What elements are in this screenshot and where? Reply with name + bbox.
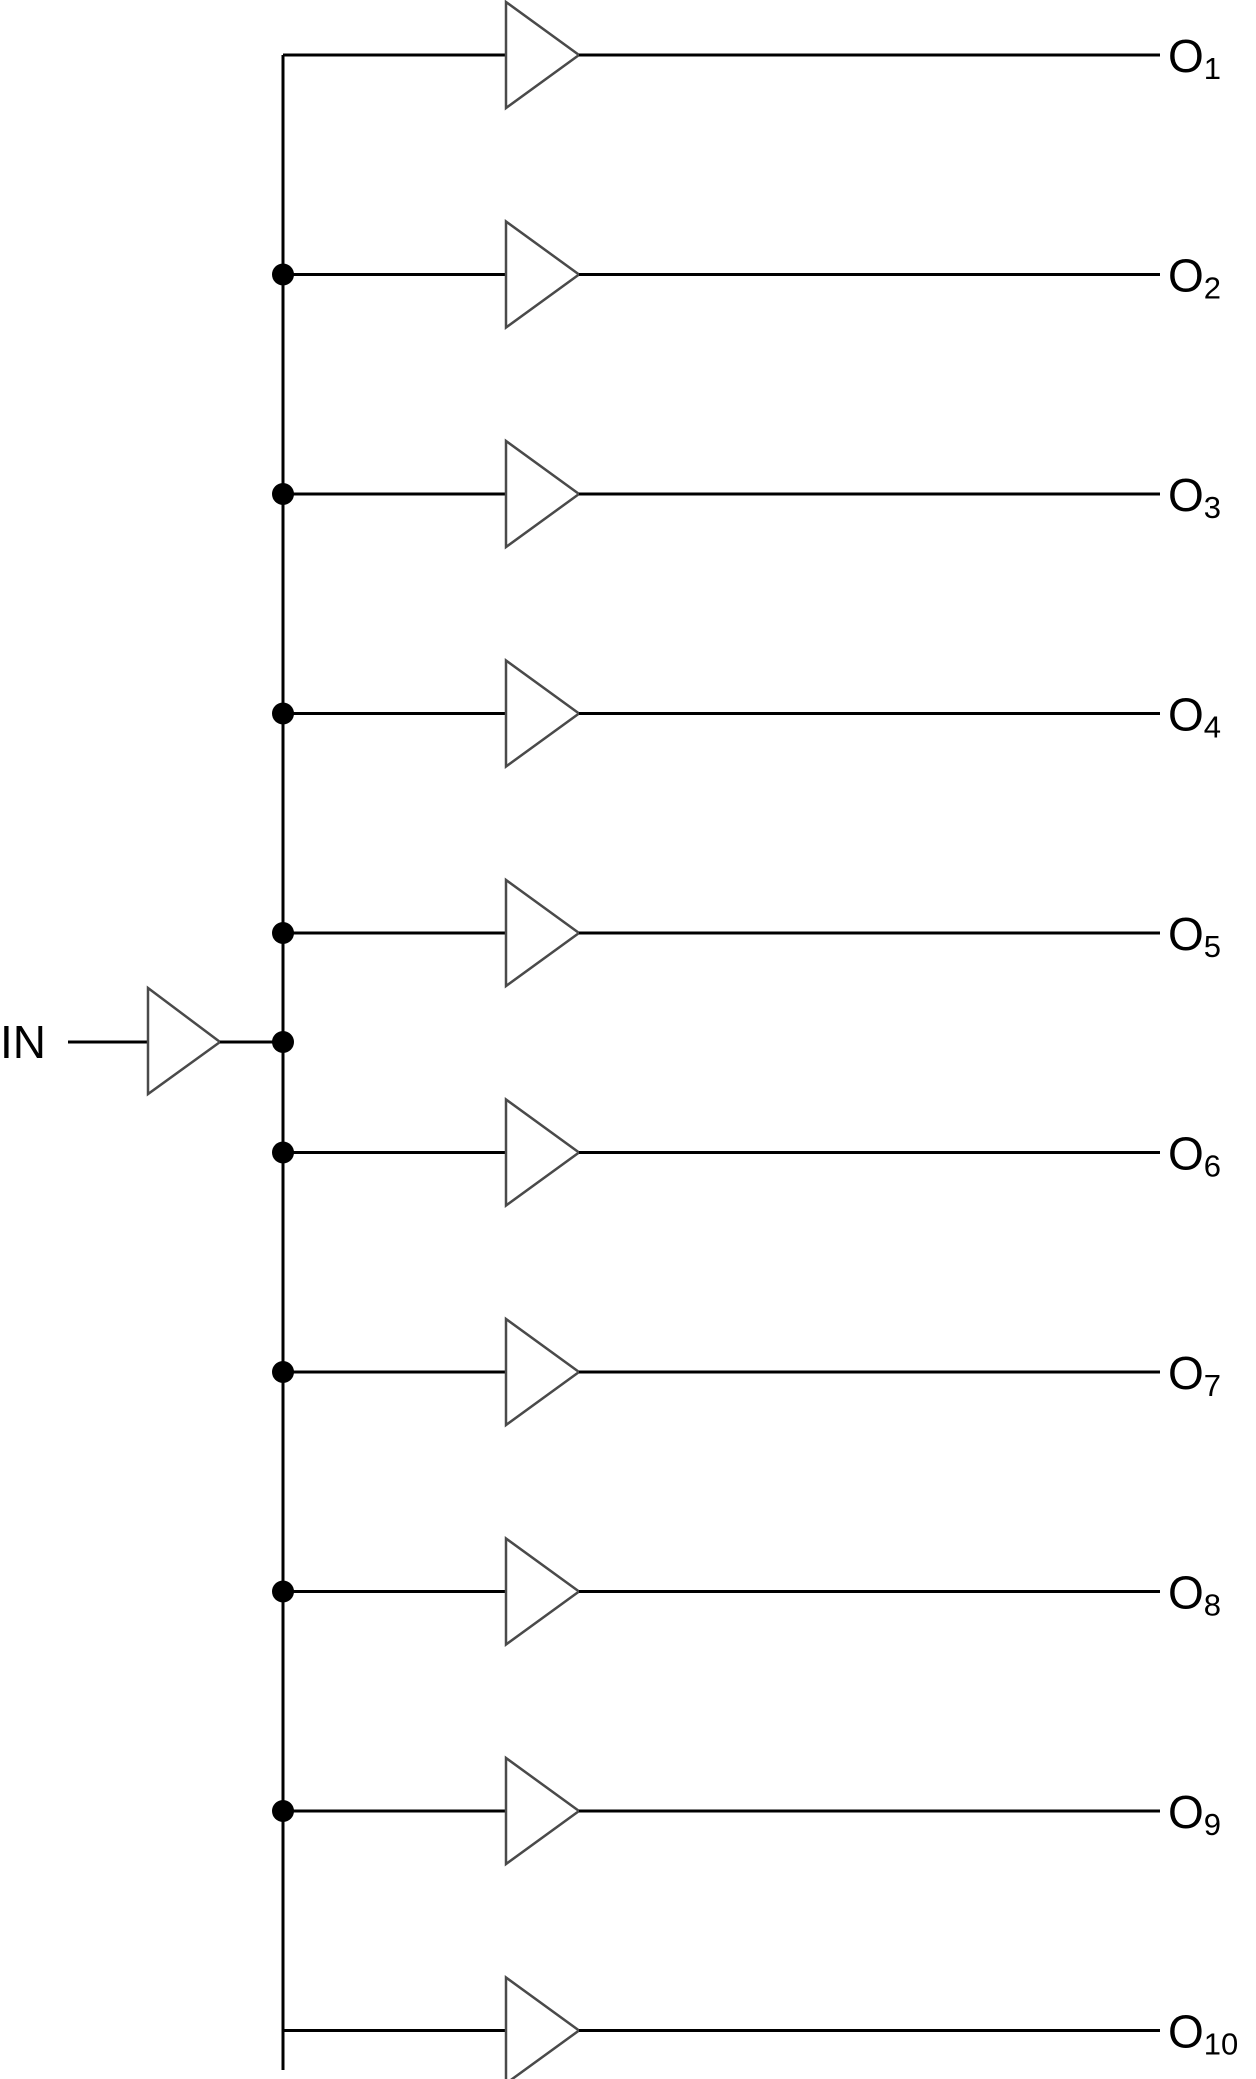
output-buffer-9 <box>504 1755 582 1867</box>
input-buffer <box>146 985 223 1097</box>
output-branch-5: O5 <box>272 877 1221 989</box>
output-label-10: O10 <box>1168 2006 1238 2062</box>
output-label-7: O7 <box>1168 1347 1221 1403</box>
junction-dot-6 <box>272 1141 294 1164</box>
output-label-9: O9 <box>1168 1786 1221 1842</box>
output-buffer-5 <box>504 877 582 989</box>
output-label-1: O1 <box>1168 30 1221 86</box>
output-buffer-7 <box>504 1316 582 1428</box>
output-buffer-6 <box>504 1097 582 1208</box>
output-branch-10: O10 <box>283 1975 1238 2079</box>
output-label-letter: O <box>1168 908 1204 960</box>
output-label-letter: O <box>1168 1128 1204 1180</box>
output-buffer-2 <box>504 219 582 330</box>
output-label-3: O3 <box>1168 469 1221 525</box>
junction-dot-4 <box>272 702 294 725</box>
output-label-letter: O <box>1168 250 1204 302</box>
output-label-8: O8 <box>1168 1567 1221 1623</box>
output-buffer-3 <box>504 438 582 550</box>
output-branch-6: O6 <box>272 1097 1221 1208</box>
output-label-letter: O <box>1168 2006 1204 2058</box>
output-label-index: 4 <box>1204 710 1221 745</box>
junction-dot-7 <box>272 1361 294 1383</box>
output-branch-2: O2 <box>272 219 1221 330</box>
junction-dot-5 <box>272 922 294 944</box>
output-label-index: 3 <box>1204 490 1221 525</box>
output-branch-7: O7 <box>272 1316 1221 1428</box>
output-label-index: 1 <box>1204 51 1221 86</box>
output-label-index: 9 <box>1204 1807 1221 1842</box>
output-label-index: 8 <box>1204 1588 1221 1623</box>
output-label-letter: O <box>1168 1567 1204 1619</box>
output-label-6: O6 <box>1168 1128 1221 1184</box>
output-label-letter: O <box>1168 469 1204 521</box>
output-label-2: O2 <box>1168 250 1221 306</box>
junction-dot-3 <box>272 483 294 505</box>
output-branch-3: O3 <box>272 438 1221 550</box>
output-label-5: O5 <box>1168 908 1221 964</box>
junction-dot-8 <box>272 1580 294 1603</box>
output-label-letter: O <box>1168 30 1204 82</box>
output-branch-1: O1 <box>283 0 1221 111</box>
output-buffer-4 <box>504 658 582 769</box>
output-branch-9: O9 <box>272 1755 1221 1867</box>
output-branch-4: O4 <box>272 658 1221 769</box>
input-label: IN <box>0 1016 46 1068</box>
output-buffer-1 <box>504 0 582 111</box>
output-buffer-8 <box>504 1536 582 1647</box>
output-label-index: 10 <box>1204 2027 1238 2062</box>
output-buffer-10 <box>504 1975 582 2079</box>
output-label-index: 2 <box>1204 271 1221 306</box>
junction-dot-9 <box>272 1800 294 1822</box>
output-label-index: 6 <box>1204 1149 1221 1184</box>
output-label-index: 7 <box>1204 1368 1221 1403</box>
junction-dot-2 <box>272 263 294 286</box>
output-label-index: 5 <box>1204 929 1221 964</box>
output-label-letter: O <box>1168 1786 1204 1838</box>
output-branch-8: O8 <box>272 1536 1221 1647</box>
output-label-letter: O <box>1168 689 1204 741</box>
output-label-4: O4 <box>1168 689 1221 745</box>
output-label-letter: O <box>1168 1347 1204 1399</box>
